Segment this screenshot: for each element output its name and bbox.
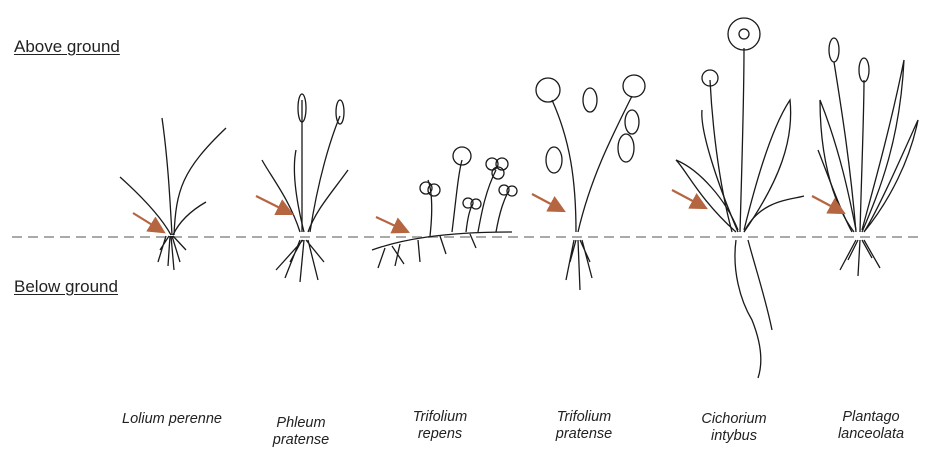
- plant-trifolium-repens: [372, 147, 517, 268]
- arrow-4: [532, 194, 562, 210]
- species-label-cichorium-intybus: Cichorium intybus: [692, 411, 776, 445]
- species-label-phleum-pratense: Phleum pratense: [262, 415, 340, 449]
- plant-plantago-lanceolata: [818, 38, 918, 276]
- species-label-plantago-lanceolata: Plantago lanceolata: [826, 409, 916, 443]
- plant-cichorium-intybus: [676, 18, 804, 378]
- species-label-trifolium-repens: Trifolium repens: [400, 409, 480, 443]
- species-label-trifolium-pratense: Trifolium pratense: [544, 409, 624, 443]
- arrow-3: [376, 217, 406, 231]
- plant-trifolium-pratense: [536, 75, 645, 290]
- plant-phleum-pratense: [262, 94, 348, 282]
- species-label-lolium-perenne: Lolium perenne: [108, 411, 236, 428]
- plant-lolium-perenne: [120, 118, 226, 270]
